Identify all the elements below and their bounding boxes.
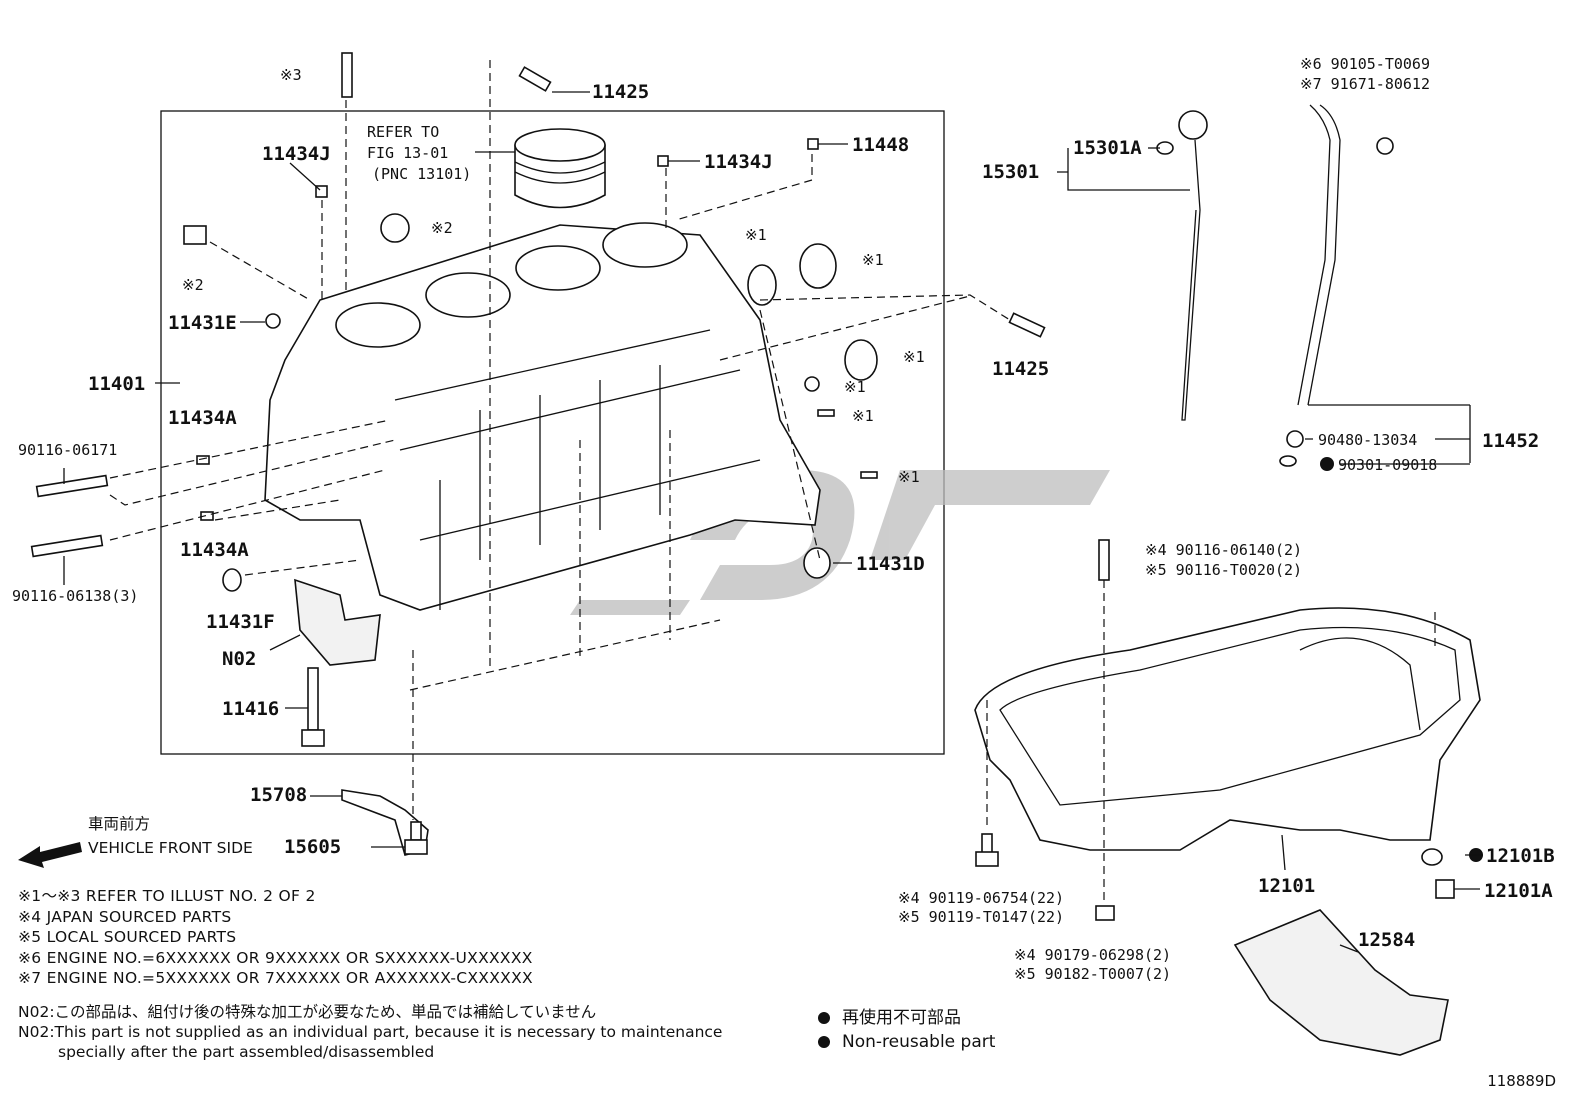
dipstick-guide xyxy=(1297,104,1341,406)
label-90116-06171[interactable]: 90116-06171 xyxy=(18,441,117,459)
front-arrow-icon xyxy=(18,842,82,868)
label-12101A[interactable]: 12101A xyxy=(1484,880,1553,902)
label-11416[interactable]: 11416 xyxy=(222,698,279,720)
n02-jp: N02:この部品は、組付け後の特殊な加工が必要なため、単品では補給していません xyxy=(18,1003,597,1021)
small-parts xyxy=(30,52,1483,921)
label-90116-06140[interactable]: ※4 90116-06140(2) xyxy=(1145,541,1302,559)
cylinder-block xyxy=(264,222,821,611)
n02-en-1: N02:This part is not supplied as an indi… xyxy=(18,1023,723,1041)
label-90480-13034[interactable]: 90480-13034 xyxy=(1318,431,1417,449)
label-11425-right[interactable]: 11425 xyxy=(992,358,1049,380)
mark-3: ※3 xyxy=(280,66,302,84)
vehicle-front-note: 車両前方 VEHICLE FRONT SIDE xyxy=(88,812,253,860)
label-90119-06754[interactable]: ※4 90119-06754(22) xyxy=(898,889,1064,907)
legend-row-jp: 再使用不可部品 xyxy=(818,1006,995,1030)
mark-2-sensor: ※2 xyxy=(182,276,204,294)
vehicle-front-jp: 車両前方 xyxy=(88,815,151,833)
piston xyxy=(514,128,606,209)
label-15301A[interactable]: 15301A xyxy=(1073,137,1142,159)
label-11434A-bot[interactable]: 11434A xyxy=(180,539,249,561)
vehicle-front-en: VEHICLE FRONT SIDE xyxy=(88,839,253,857)
label-11401[interactable]: 11401 xyxy=(88,373,145,395)
label-11431D[interactable]: 11431D xyxy=(856,553,925,575)
legend-en: Non-reusable part xyxy=(842,1032,996,1052)
label-11448[interactable]: 11448 xyxy=(852,134,909,156)
oil-pan xyxy=(974,607,1481,851)
mark-1-b: ※1 xyxy=(862,251,884,269)
label-15708[interactable]: 15708 xyxy=(250,784,307,806)
label-15301[interactable]: 15301 xyxy=(982,161,1039,183)
note-3: ※5 LOCAL SOURCED PARTS xyxy=(18,928,237,946)
label-90116-T0020[interactable]: ※5 90116-T0020(2) xyxy=(1145,561,1302,579)
mark-1-a: ※1 xyxy=(745,226,767,244)
note-1: ※1～※3 REFER TO ILLUST NO. 2 OF 2 xyxy=(18,887,316,905)
note-5: ※7 ENGINE NO.=5XXXXXX OR 7XXXXXX OR AXXX… xyxy=(18,969,533,987)
refer-line-1: REFER TO xyxy=(367,123,439,141)
footnotes: ※1～※3 REFER TO ILLUST NO. 2 OF 2 ※4 JAPA… xyxy=(18,886,533,989)
label-11425-top[interactable]: 11425 xyxy=(592,81,649,103)
n02-en-2: specially after the part assembled/disas… xyxy=(58,1043,435,1061)
refer-line-2: FIG 13-01 xyxy=(367,144,448,162)
label-90116-06138[interactable]: 90116-06138(3) xyxy=(12,587,138,605)
non-reusable-dot-icon xyxy=(818,1012,830,1024)
label-11434J-left[interactable]: 11434J xyxy=(262,143,331,165)
label-15605[interactable]: 15605 xyxy=(284,836,341,858)
mark-1-d: ※1 xyxy=(844,378,866,396)
label-11431E[interactable]: 11431E xyxy=(168,312,237,334)
label-N02[interactable]: N02 xyxy=(222,648,256,670)
label-12101B[interactable]: 12101B xyxy=(1486,845,1555,867)
dipstick xyxy=(1178,110,1208,421)
note-2: ※4 JAPAN SOURCED PARTS xyxy=(18,907,232,926)
n02-note: N02:この部品は、組付け後の特殊な加工が必要なため、単品では補給していません … xyxy=(18,1002,722,1062)
mark-2-piston: ※2 xyxy=(431,219,453,237)
label-12584[interactable]: 12584 xyxy=(1358,929,1415,951)
note-4: ※6 ENGINE NO.=6XXXXXX OR 9XXXXXX OR SXXX… xyxy=(18,948,533,967)
engine-block-frame xyxy=(160,110,945,755)
label-90182-T0007[interactable]: ※5 90182-T0007(2) xyxy=(1014,965,1171,983)
legend-row-en: Non-reusable part xyxy=(818,1030,995,1054)
label-90119-T0147[interactable]: ※5 90119-T0147(22) xyxy=(898,908,1064,926)
mark-1-f: ※1 xyxy=(898,468,920,486)
label-90179-06298[interactable]: ※4 90179-06298(2) xyxy=(1014,946,1171,964)
label-90105-T0069[interactable]: ※6 90105-T0069 xyxy=(1300,55,1430,73)
figure-id: 118889D xyxy=(1487,1072,1556,1090)
legend-jp: 再使用不可部品 xyxy=(842,1008,961,1028)
label-11452[interactable]: 11452 xyxy=(1482,430,1539,452)
oil-pan-baffle xyxy=(1233,909,1449,1056)
mark-1-c: ※1 xyxy=(903,348,925,366)
label-11434J-mid[interactable]: 11434J xyxy=(704,151,773,173)
label-12101[interactable]: 12101 xyxy=(1258,875,1315,897)
leader-lines xyxy=(63,60,1483,953)
refer-line-3: (PNC 13101) xyxy=(372,165,471,183)
label-91671-80612[interactable]: ※7 91671-80612 xyxy=(1300,75,1430,93)
label-11434A-top[interactable]: 11434A xyxy=(168,407,237,429)
non-reusable-dot-icon xyxy=(818,1036,830,1048)
label-11431F[interactable]: 11431F xyxy=(206,611,275,633)
label-90301-09018[interactable]: 90301-09018 xyxy=(1338,456,1437,474)
legend: 再使用不可部品 Non-reusable part xyxy=(818,1006,995,1054)
crank-bearing-cap xyxy=(294,578,381,666)
mark-1-e: ※1 xyxy=(852,407,874,425)
